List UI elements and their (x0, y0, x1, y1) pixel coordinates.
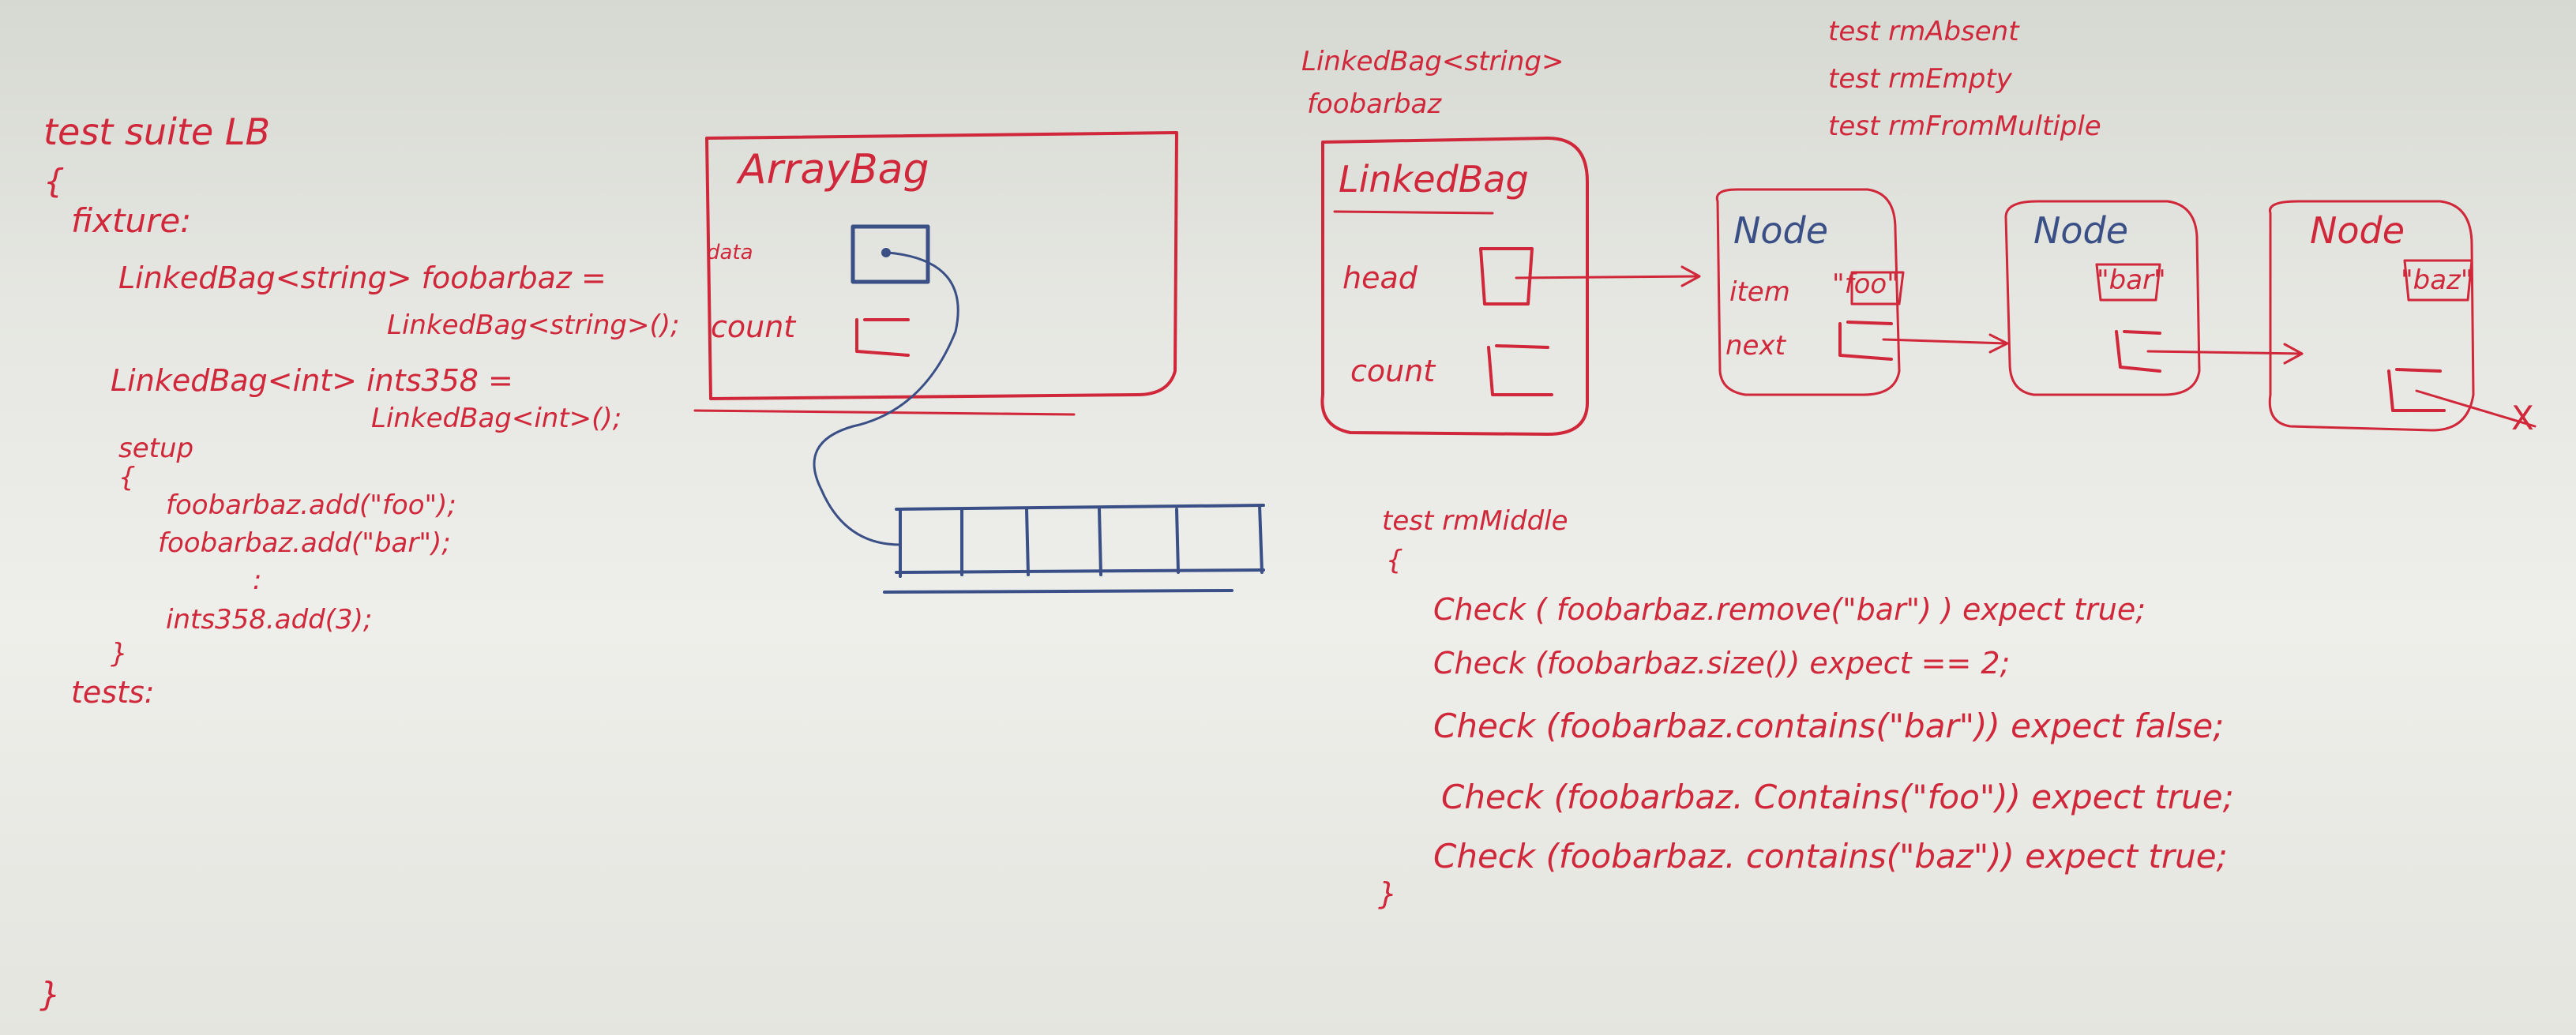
foobarbaz-declaration: LinkedBag<string> foobarbaz = (118, 261, 606, 295)
test-name: test rmEmpty (1828, 63, 2012, 95)
add-foo-line: foobarbaz.add("foo"); (166, 489, 456, 521)
node-1-next-cell (1838, 321, 1893, 361)
linkedbag-title: LinkedBag (1339, 158, 1529, 201)
rm-middle-open-brace: { (1386, 545, 1403, 576)
check-line: Check ( foobarbaz.remove("bar") ) expect… (1433, 592, 2146, 627)
close-brace: } (39, 975, 61, 1014)
linkedbag-box (1320, 137, 1589, 436)
head-label: head (1342, 261, 1418, 295)
test-name: test rmFromMultiple (1828, 111, 2101, 142)
node-3-box (2268, 200, 2475, 432)
check-line: Check (foobarbaz. contains("baz")) expec… (1433, 837, 2228, 876)
node-3-item-value: "baz" (2401, 264, 2473, 296)
check-line: Check (foobarbaz.contains("bar")) expect… (1433, 707, 2225, 745)
node-1-item-label: item (1729, 276, 1790, 308)
node-3-next-cell (2387, 368, 2446, 412)
check-line: Check (foobarbaz. Contains("foo")) expec… (1441, 778, 2234, 816)
null-marker: X (2511, 399, 2534, 437)
node-2-box (2004, 200, 2201, 396)
linkedbag-type-label: LinkedBag<string> (1301, 46, 1564, 77)
linkedbag-var-label: foobarbaz (1307, 88, 1442, 120)
arraybag-title: ArrayBag (738, 146, 929, 193)
add-int-line: ints358.add(3); (166, 604, 373, 636)
null-arrow (2415, 389, 2537, 428)
ellipsis: : (253, 564, 262, 596)
add-bar-line: foobarbaz.add("bar"); (158, 527, 451, 559)
arraybag-data-label: data (707, 241, 753, 264)
node-1-next-arrow (1882, 338, 2007, 345)
node-1-box (1715, 188, 1901, 396)
ints-initializer: LinkedBag<int>(); (371, 403, 622, 434)
open-brace: { (43, 162, 65, 201)
node-1-item-value: "foo" (1832, 268, 1899, 300)
node-2-next-arrow (2146, 350, 2304, 355)
arraybag-box (705, 131, 1178, 400)
linkedbag-count-cell (1487, 344, 1553, 396)
array-drawing (883, 504, 1265, 594)
node-2-title: Node (2033, 209, 2129, 252)
linkedbag-title-underline (1333, 210, 1494, 215)
fixture-label: fixture: (71, 201, 192, 240)
data-pointer-arrow (813, 251, 959, 546)
check-line: Check (foobarbaz.size()) expect == 2; (1433, 646, 2011, 681)
rm-middle-header: test rmMiddle (1382, 505, 1568, 537)
linkedbag-count-label: count (1350, 354, 1436, 388)
rm-middle-close-brace: } (1378, 876, 1398, 911)
node-1-title: Node (1733, 209, 1829, 252)
setup-label: setup (118, 433, 194, 464)
node-3-title: Node (2310, 209, 2405, 252)
head-cell (1479, 247, 1534, 306)
setup-close-brace: } (111, 638, 128, 669)
arraybag-data-cell (851, 224, 930, 284)
arraybag-count-label: count (711, 309, 796, 344)
tests-label: tests: (71, 675, 155, 710)
node-1-next-label: next (1725, 330, 1786, 362)
test-suite-title: test suite LB (43, 111, 271, 153)
setup-open-brace: { (118, 462, 136, 493)
arraybag-count-cell (855, 318, 910, 357)
ints-declaration: LinkedBag<int> ints358 = (111, 363, 513, 398)
test-name: test rmAbsent (1828, 16, 2019, 47)
node-2-next-cell (2115, 330, 2161, 373)
arraybag-box-underline (693, 409, 1076, 416)
head-arrow (1515, 275, 1699, 279)
node-2-item-value: "bar" (2097, 264, 2166, 296)
foobarbaz-initializer: LinkedBag<string>(); (387, 309, 680, 341)
